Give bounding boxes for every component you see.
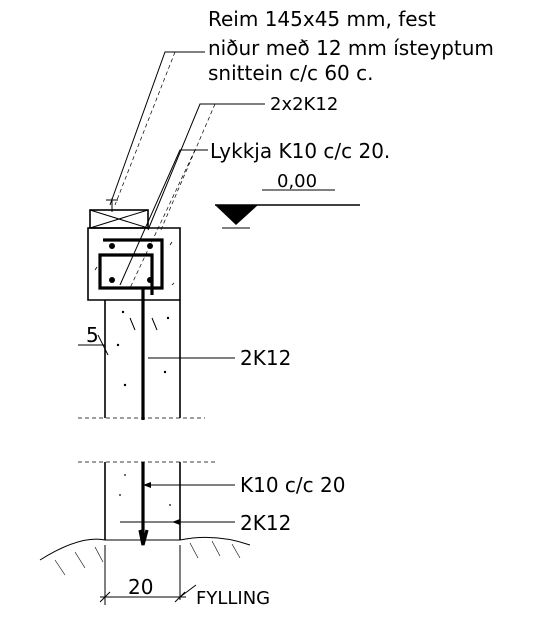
leader-lines (109, 51, 265, 289)
fill-label: FYLLING (196, 588, 270, 609)
note-stirrup: Lykkja K10 c/c 20. (210, 139, 390, 163)
leader-stirrup (119, 149, 208, 286)
ground-fill (39, 536, 251, 576)
level-marker (215, 189, 360, 229)
note-reim-line3: snittein c/c 60 c. (208, 61, 373, 85)
dim-5 (78, 334, 109, 356)
timber-plate (89, 198, 149, 229)
note-bottom-bars: 2K12 (240, 511, 291, 535)
dim-small-label: 5 (86, 323, 99, 347)
beam-head (87, 227, 181, 301)
leader-top-bars (147, 103, 265, 231)
note-reim-line1: Reim 145x45 mm, fest (208, 7, 436, 31)
wall-lower (78, 461, 235, 546)
dim-20 (99, 545, 197, 605)
wall-stem (78, 288, 205, 420)
note-top-bars: 2x2K12 (270, 94, 338, 115)
note-stirrup-lower: K10 c/c 20 (240, 473, 345, 497)
note-mid-bars: 2K12 (240, 346, 291, 370)
dim-width-label: 20 (128, 575, 153, 599)
note-reim-line2: niður með 12 mm ísteyptum (208, 36, 494, 60)
level-label: 0,00 (277, 171, 317, 192)
stirrup-loop (98, 238, 164, 295)
leader-reim (109, 51, 205, 206)
